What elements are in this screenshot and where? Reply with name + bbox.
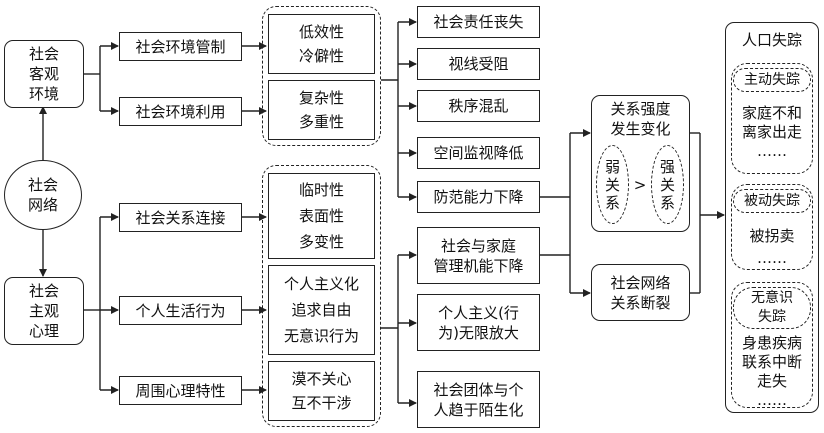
- social-objective-env-node: 社会 客观 环境: [4, 40, 84, 108]
- effect-individualism-node: 个人主义(行 为)无限放大: [417, 294, 540, 351]
- effect-vision-node: 视线受阻: [417, 48, 540, 80]
- env-management-node: 社会环境管制: [119, 32, 242, 61]
- social-subjective-psych-node: 社会 主观 心理: [4, 277, 84, 345]
- traits-surrounding-node: 漠不关心 互不干涉: [268, 361, 375, 421]
- unconscious-missing-reasons: 身患疾病 联系中断 走失 ……: [741, 334, 802, 409]
- traits-personal-node: 个人主义化 追求自由 无意识行为: [268, 265, 375, 355]
- traits-utilization-node: 复杂性 多重性: [268, 80, 375, 140]
- effect-family-node: 社会与家庭 管理机能下降: [417, 227, 540, 284]
- effect-responsibility-node: 社会责任丧失: [417, 6, 540, 38]
- social-network-node: 社会 网络: [4, 160, 82, 230]
- unconscious-missing-group: [731, 282, 813, 408]
- active-missing-group: [731, 63, 813, 174]
- lower-traits-group: [262, 165, 381, 427]
- effect-order-node: 秩序混乱: [417, 90, 540, 122]
- passive-missing-reasons: 被拐卖 ……: [749, 227, 795, 267]
- network-break-node: 社会网络 关系断裂: [591, 264, 690, 321]
- active-missing-reasons: 家庭不和 离家出走 ……: [741, 104, 802, 160]
- relation-strength-change-label: 关系强度 发生变化: [610, 100, 671, 138]
- effect-surveillance-node: 空间监视降低: [417, 137, 540, 169]
- traits-management-node: 低效性 冷僻性: [268, 14, 375, 74]
- traits-relation-node: 临时性 表面性 多变性: [268, 173, 375, 259]
- relation-connection-node: 社会关系连接: [119, 203, 242, 232]
- strong-relation-node: 强 关 系: [651, 145, 684, 224]
- greater-than-sign: >: [633, 176, 647, 194]
- upper-traits-group: [262, 6, 381, 146]
- missing-population-title: 人口失踪: [741, 31, 802, 49]
- env-utilization-node: 社会环境利用: [119, 97, 242, 126]
- surrounding-psych-node: 周围心理特性: [119, 376, 242, 405]
- weak-relation-node: 弱 关 系: [596, 145, 629, 224]
- effect-prevention-node: 防范能力下降: [417, 181, 540, 213]
- effect-estrangement-node: 社会团体与个 人趋于陌生化: [417, 371, 540, 428]
- personal-life-behavior-node: 个人生活行为: [119, 296, 242, 325]
- passive-missing-group: [731, 184, 813, 270]
